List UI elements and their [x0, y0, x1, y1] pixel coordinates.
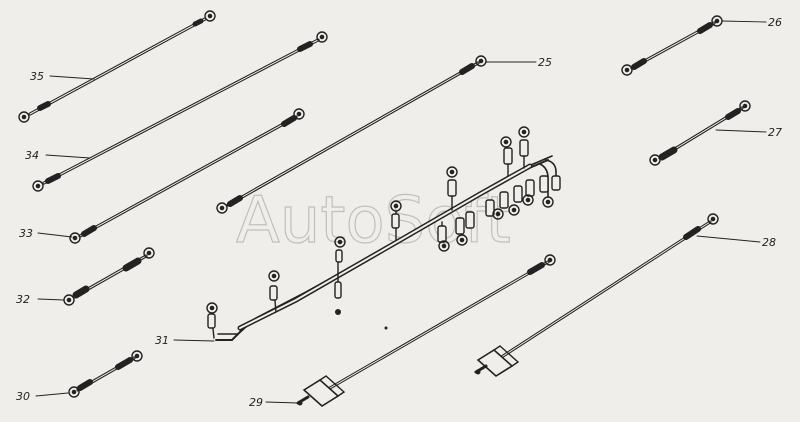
harness-31 [206, 126, 561, 341]
callout-35: 35 [30, 70, 44, 83]
leader-lines [35, 20, 767, 404]
callout-26: 26 [768, 16, 782, 29]
callout-labels: 35 34 33 32 30 31 29 28 25 26 27 [16, 16, 782, 409]
callout-33: 33 [19, 227, 33, 240]
cable-25 [216, 55, 487, 214]
cable-26 [621, 15, 723, 76]
callout-30: 30 [16, 390, 30, 403]
cable-29-plug [296, 375, 346, 407]
cable-28 [474, 213, 719, 377]
cable-27 [649, 100, 751, 166]
cable-35 [18, 10, 216, 123]
callout-27: 27 [768, 126, 782, 139]
callout-25: 25 [538, 56, 552, 69]
callout-34: 34 [25, 149, 39, 162]
callout-32: 32 [16, 293, 30, 306]
cable-34 [32, 31, 328, 192]
cable-32 [63, 247, 155, 306]
cable-28-plug [474, 345, 520, 377]
cable-33 [69, 108, 305, 244]
cable-29 [296, 254, 556, 407]
cable-30 [68, 350, 143, 398]
callout-31: 31 [155, 334, 169, 347]
callout-28: 28 [762, 236, 776, 249]
callout-29: 29 [249, 396, 263, 409]
